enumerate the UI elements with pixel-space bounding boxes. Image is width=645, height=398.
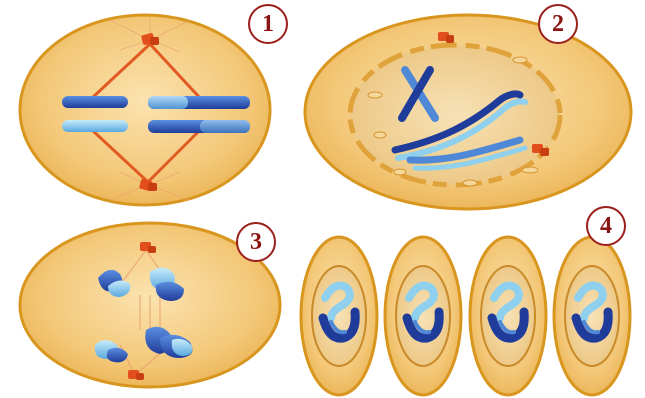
stage-label-2: 2 [538,4,578,44]
chromosome [62,96,128,108]
daughter-cell [470,237,546,395]
chromosome [62,120,128,132]
cell-group-4-telophase [301,237,630,395]
stage-label-3: 3 [236,222,276,262]
stage-label-1: 1 [248,4,288,44]
daughter-cell [301,237,377,395]
daughter-cell [554,237,630,395]
stage-label-4: 4 [586,206,626,246]
daughter-cell [385,237,461,395]
cell-1-metaphase [20,15,270,205]
cell-2-prophase [305,15,631,209]
